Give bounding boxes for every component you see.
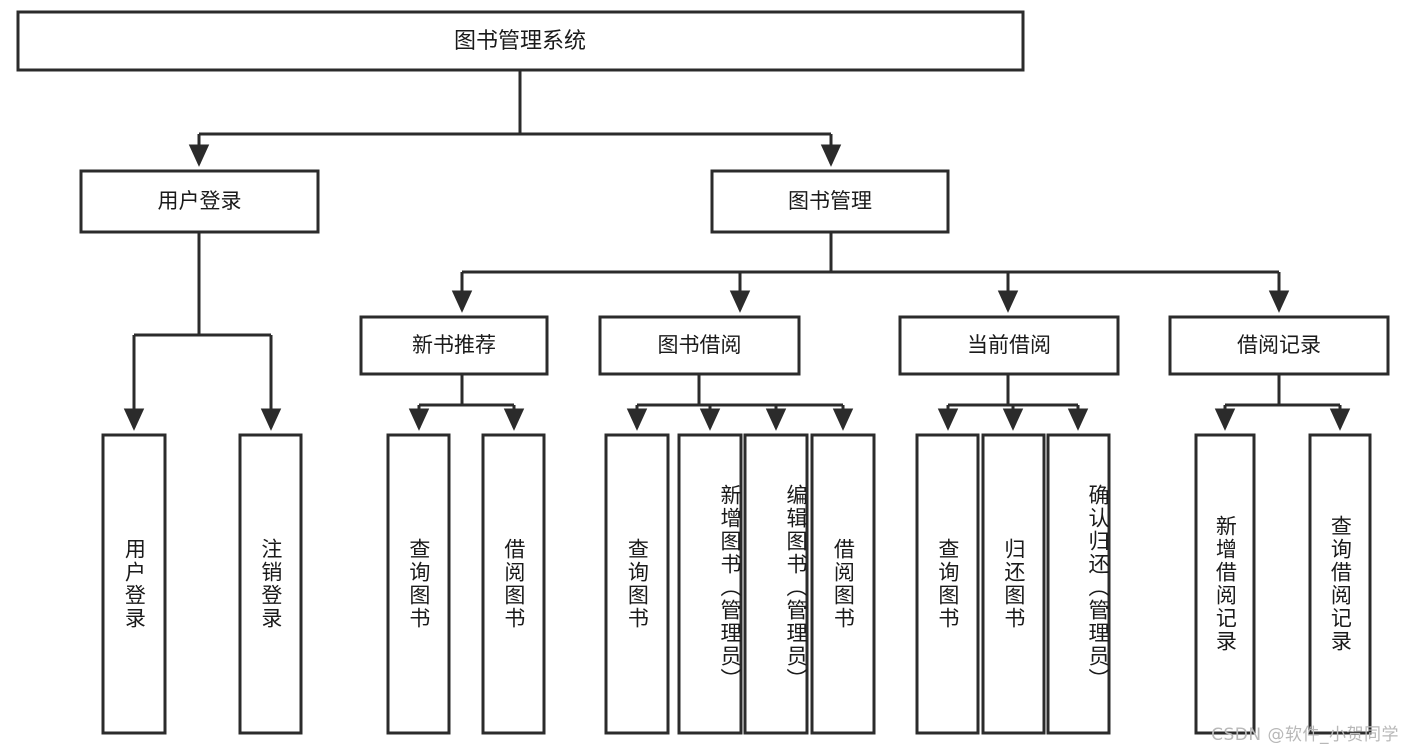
node-book-management-box[interactable] bbox=[710, 169, 950, 234]
node-book-management[interactable]: 图书管理 bbox=[710, 169, 950, 234]
leaf-box-confirm-return[interactable] bbox=[1046, 433, 1111, 735]
node-book-management-label: 图书管理 bbox=[788, 189, 872, 213]
leaf-box-user-login[interactable] bbox=[101, 433, 167, 735]
csdn-watermark: CSDN @软件_小贺同学 bbox=[1211, 725, 1399, 745]
leaf-box-edit-book[interactable] bbox=[743, 433, 809, 735]
node-new-book-recommend-box[interactable] bbox=[359, 315, 549, 376]
node-borrow-record-label: 借阅记录 bbox=[1237, 333, 1321, 357]
node-root-box[interactable] bbox=[16, 10, 1025, 72]
node-root-label: 图书管理系统 bbox=[454, 29, 586, 54]
leaf-box-borrow-book-2[interactable] bbox=[810, 433, 876, 735]
leaf-box-add-borrow-record[interactable] bbox=[1194, 433, 1256, 735]
node-borrow-record-box[interactable] bbox=[1168, 315, 1390, 376]
node-new-book-recommend-label: 新书推荐 bbox=[412, 333, 496, 357]
leaf-box-query-borrow-record[interactable] bbox=[1308, 433, 1372, 735]
connector-layer bbox=[123, 70, 1351, 431]
node-book-borrow-label: 图书借阅 bbox=[658, 333, 742, 357]
node-user-login[interactable]: 用户登录 bbox=[79, 169, 320, 234]
node-current-borrow-box[interactable] bbox=[898, 315, 1120, 376]
leaf-box-add-book[interactable] bbox=[677, 433, 743, 735]
node-user-login-box[interactable] bbox=[79, 169, 320, 234]
node-current-borrow[interactable]: 当前借阅 bbox=[898, 315, 1120, 376]
leaf-node-layer bbox=[101, 433, 1372, 735]
node-current-borrow-label: 当前借阅 bbox=[967, 333, 1051, 357]
leaf-box-query-book-1[interactable] bbox=[386, 433, 451, 735]
leaf-box-logout[interactable] bbox=[238, 433, 303, 735]
leaf-box-query-book-2[interactable] bbox=[604, 433, 670, 735]
node-user-login-label: 用户登录 bbox=[158, 189, 242, 213]
node-borrow-record[interactable]: 借阅记录 bbox=[1168, 315, 1390, 376]
leaf-box-return-book[interactable] bbox=[981, 433, 1046, 735]
node-book-borrow[interactable]: 图书借阅 bbox=[598, 315, 801, 376]
leaf-box-query-book-3[interactable] bbox=[915, 433, 980, 735]
node-new-book-recommend[interactable]: 新书推荐 bbox=[359, 315, 549, 376]
node-book-borrow-box[interactable] bbox=[598, 315, 801, 376]
node-root[interactable]: 图书管理系统 bbox=[16, 10, 1025, 72]
leaf-box-borrow-book-1[interactable] bbox=[481, 433, 546, 735]
node-layer: 图书管理系统 用户登录 图书管理 新书推荐 图书借阅 当前 bbox=[16, 10, 1390, 735]
